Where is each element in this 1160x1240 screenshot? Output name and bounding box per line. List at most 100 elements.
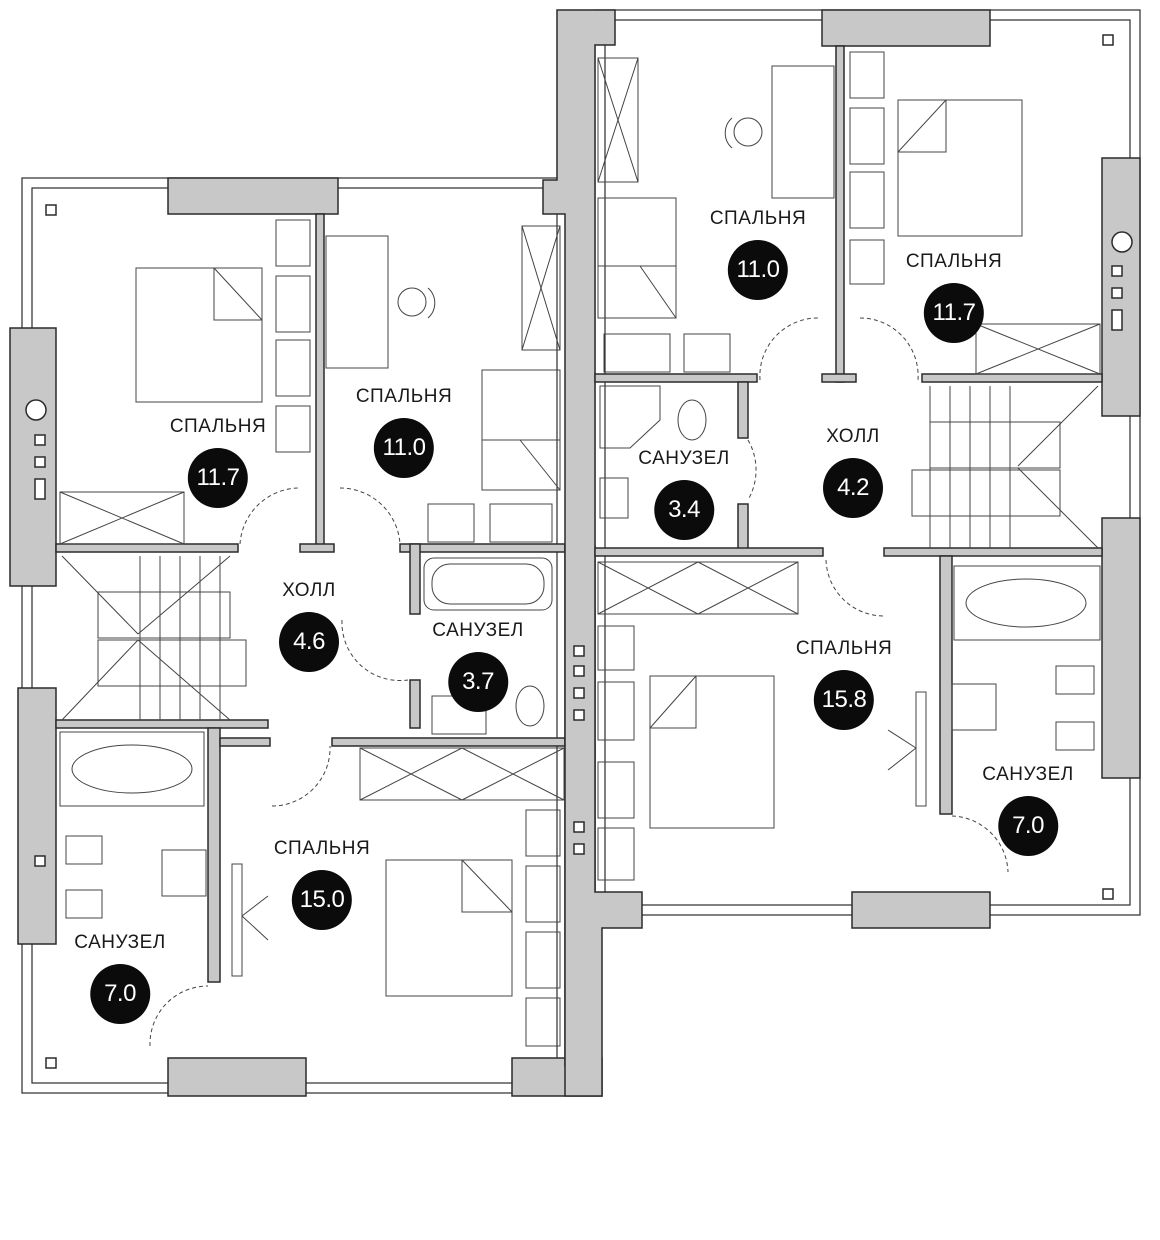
door-swing [271, 745, 331, 807]
room-name: САНУЗЕЛ [638, 448, 730, 469]
room-area-badge: 11.7 [923, 283, 984, 343]
room-hall-left: ХОЛЛ 4.6 [279, 580, 339, 672]
room-area-badge: 3.7 [448, 652, 508, 712]
room-area-badge: 11.7 [187, 448, 248, 508]
bed [461, 859, 513, 913]
bed [649, 675, 697, 729]
wall [17, 687, 57, 945]
room-name: СПАЛЬНЯ [905, 251, 1003, 272]
chair [427, 287, 436, 319]
wall [821, 9, 991, 47]
room-name: СПАЛЬНЯ [709, 208, 807, 229]
socket-icon [573, 709, 585, 721]
wall [851, 891, 991, 929]
room-area-badge: 7.0 [90, 964, 150, 1024]
bed [135, 267, 263, 403]
bathtub [953, 565, 1101, 641]
wall [821, 373, 857, 383]
room-hall-right: ХОЛЛ 4.2 [823, 426, 883, 518]
closet [521, 225, 561, 351]
toilet [515, 685, 545, 727]
wall [331, 737, 566, 747]
stairs [61, 555, 247, 721]
room-name: САНУЗЕЛ [982, 764, 1074, 785]
stairs [911, 385, 1099, 549]
toilet [65, 835, 103, 865]
toilet [1055, 665, 1095, 695]
sink [161, 849, 207, 897]
socket-icon [34, 478, 46, 500]
window-marker [45, 204, 57, 216]
window-marker [45, 1057, 57, 1069]
bed [897, 99, 1023, 237]
mirror [915, 691, 927, 807]
closet [597, 57, 639, 183]
wall [409, 543, 421, 615]
bed [598, 265, 677, 319]
window-marker [1102, 888, 1114, 900]
wall [921, 373, 1103, 383]
room-bedroom-left-mid: СПАЛЬНЯ 11.0 [356, 386, 452, 478]
room-name: САНУЗЕЛ [432, 620, 524, 641]
wall [167, 1057, 307, 1097]
wardrobe [525, 809, 561, 1047]
sink [951, 683, 997, 731]
wall [594, 373, 758, 383]
mirror [241, 895, 269, 941]
wall [737, 381, 749, 439]
wardrobe [275, 219, 311, 453]
radiator-icon [25, 399, 47, 421]
room-area-badge: 4.6 [279, 612, 339, 672]
room-bedroom-right-top: СПАЛЬНЯ 11.0 [710, 208, 806, 300]
chair [733, 117, 763, 147]
room-bathroom-right-small: САНУЗЕЛ 3.4 [638, 448, 729, 540]
wall [835, 45, 845, 383]
door-swing [339, 487, 401, 545]
bed [481, 369, 561, 491]
bed [897, 99, 947, 153]
room-name: ХОЛЛ [826, 426, 880, 447]
wall [1101, 157, 1141, 417]
door-swing [759, 317, 819, 381]
door-swing [747, 439, 757, 501]
toilet [65, 889, 103, 919]
socket-icon [1111, 287, 1123, 299]
bed [649, 675, 775, 829]
room-area-badge: 3.4 [654, 480, 714, 540]
bed [597, 197, 677, 319]
radiator-icon [1111, 231, 1133, 253]
room-bedroom-left-bottom: СПАЛЬНЯ 15.0 [274, 838, 370, 930]
wall [883, 547, 1103, 557]
closet [975, 323, 1101, 375]
bed [213, 267, 263, 321]
wall-spine [542, 9, 643, 1097]
wall [737, 503, 749, 553]
nightstand [683, 333, 731, 373]
walls [9, 9, 1141, 1097]
closet [597, 561, 799, 615]
sink [599, 477, 629, 519]
wall [55, 543, 239, 553]
nightstand [427, 503, 475, 543]
room-area-badge: 11.0 [727, 240, 788, 300]
room-area-badge: 4.2 [823, 458, 883, 518]
room-bathroom-right-large: САНУЗЕЛ 7.0 [982, 764, 1073, 856]
mirror [887, 729, 917, 771]
nightstand [603, 333, 671, 373]
desk [325, 235, 389, 369]
socket-icon [1111, 265, 1123, 277]
room-area-badge: 11.0 [373, 418, 434, 478]
wall [207, 727, 221, 983]
socket-icon [573, 821, 585, 833]
bathtub [431, 563, 545, 605]
mirror [231, 863, 243, 977]
room-area-badge: 7.0 [998, 796, 1058, 856]
wall [409, 679, 421, 729]
room-bedroom-right-bottom: СПАЛЬНЯ 15.8 [796, 638, 892, 730]
room-area-badge: 15.0 [291, 870, 352, 930]
bathtub [423, 557, 553, 611]
wardrobe [597, 625, 635, 881]
socket-icon [34, 434, 46, 446]
closet [359, 747, 565, 801]
room-name: СПАЛЬНЯ [169, 416, 267, 437]
